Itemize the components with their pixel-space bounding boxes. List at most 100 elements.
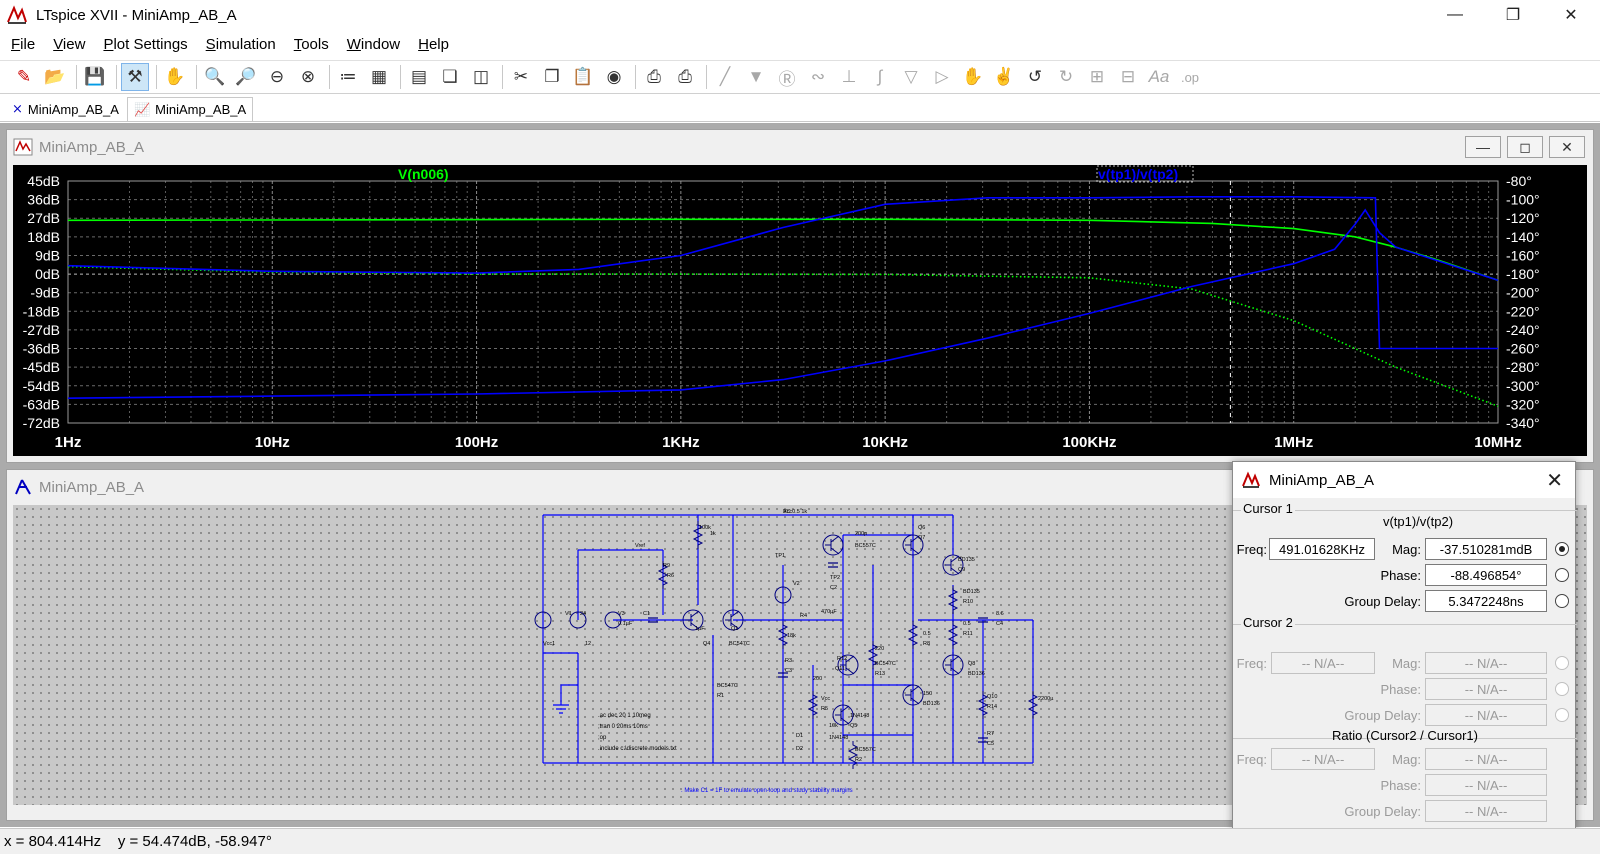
transistor-1 bbox=[722, 609, 744, 631]
move-hand-icon[interactable]: ✋ bbox=[962, 67, 984, 86]
cursor-dialog-header: MiniAmp_AB_A ✕ bbox=[1233, 462, 1575, 498]
menu-simulation[interactable]: Simulation bbox=[205, 35, 276, 53]
tab-waveform[interactable]: 📈 MiniAmp_AB_A bbox=[126, 97, 254, 121]
grid-icon[interactable]: ▦ bbox=[370, 67, 388, 86]
ratio-group-delay-field[interactable]: -- N/A-- bbox=[1425, 800, 1547, 822]
menu-file[interactable]: File bbox=[11, 35, 36, 53]
menu-window[interactable]: Window bbox=[346, 35, 401, 53]
find-binoculars-icon[interactable]: ◉ bbox=[606, 67, 622, 86]
open-folder-icon[interactable]: 📂 bbox=[44, 67, 66, 86]
rotate-icon[interactable]: ⊞ bbox=[1089, 67, 1105, 86]
toolbar-separator bbox=[116, 65, 117, 89]
mirror-icon[interactable]: ⊟ bbox=[1120, 67, 1136, 86]
minimize-button[interactable]: — bbox=[1447, 6, 1463, 23]
child-close-button[interactable]: ✕ bbox=[1549, 136, 1585, 158]
cursor2-phase-field[interactable]: -- N/A-- bbox=[1425, 678, 1547, 700]
ratio-label: Ratio (Cursor2 / Cursor1) bbox=[1332, 728, 1478, 743]
zoom-in-icon[interactable]: 🔎 bbox=[235, 67, 257, 86]
component-label: TP1 bbox=[775, 553, 785, 559]
label-net-icon[interactable]: Ⓡ bbox=[778, 69, 796, 89]
cursor1-group-delay-radio[interactable] bbox=[1555, 594, 1569, 608]
cursor2-freq-label: Freq: bbox=[1236, 656, 1267, 671]
component-label: BC557C bbox=[855, 543, 876, 549]
y-right-tick-label: -120° bbox=[1506, 210, 1540, 226]
ratio-freq-field[interactable]: -- N/A-- bbox=[1271, 748, 1375, 770]
cascade-icon[interactable]: ❏ bbox=[442, 67, 458, 86]
save-icon[interactable]: 💾 bbox=[84, 67, 106, 86]
cursor1-phase-field[interactable]: -88.496854° bbox=[1425, 564, 1547, 586]
menu-plot-settings[interactable]: Plot Settings bbox=[103, 35, 188, 53]
cursor2-mag-field[interactable]: -- N/A-- bbox=[1425, 652, 1547, 674]
x-tick-label: 1MHz bbox=[1274, 434, 1313, 451]
zoom-fit-icon[interactable]: ⊗ bbox=[300, 67, 316, 86]
new-schematic-icon[interactable]: ✎ bbox=[16, 67, 32, 86]
component-label: R7 bbox=[987, 731, 994, 737]
control-panel-icon[interactable]: ⚒ bbox=[121, 63, 149, 91]
spice-directive-icon[interactable]: .op bbox=[1180, 69, 1200, 85]
component-label: 0.1µF bbox=[618, 621, 633, 627]
menu-tools[interactable]: Tools bbox=[293, 35, 329, 53]
copy-icon[interactable]: ❐ bbox=[544, 67, 560, 86]
cursor1-phase-radio[interactable] bbox=[1555, 568, 1569, 582]
diode-icon[interactable]: ▽ bbox=[904, 67, 918, 86]
y-left-tick-label: -45dB bbox=[23, 359, 60, 375]
child-minimize-button[interactable]: — bbox=[1465, 136, 1501, 158]
capacitor-2 bbox=[778, 672, 788, 678]
waveform-icon bbox=[13, 138, 33, 156]
print-icon[interactable]: ⎙ bbox=[678, 67, 692, 86]
tile-horizontal-icon[interactable]: ▤ bbox=[410, 67, 428, 86]
cursor-dialog-close-button[interactable]: ✕ bbox=[1546, 470, 1563, 492]
y-left-tick-label: 0dB bbox=[35, 266, 60, 282]
component-label: Q8 bbox=[968, 661, 975, 667]
zoom-out-icon[interactable]: ⊖ bbox=[269, 67, 285, 86]
redo-icon[interactable]: ↻ bbox=[1058, 67, 1074, 86]
undo-icon[interactable]: ↺ bbox=[1027, 67, 1043, 86]
cursor2-phase-label: Phase: bbox=[1380, 682, 1421, 697]
close-button[interactable]: ✕ bbox=[1564, 7, 1578, 24]
capacitor-icon[interactable]: ⊥ bbox=[841, 67, 857, 86]
y-right-tick-label: -100° bbox=[1506, 192, 1540, 208]
tab-schematic[interactable]: ⨯ MiniAmp_AB_A bbox=[6, 97, 125, 121]
component-label: Q4 bbox=[703, 641, 710, 647]
child-maximize-button[interactable]: ◻ bbox=[1507, 136, 1543, 158]
autorange-icon[interactable]: ≔ bbox=[339, 67, 357, 86]
drag-hand-icon[interactable]: ✌ bbox=[993, 67, 1015, 86]
menu-view[interactable]: View bbox=[53, 35, 86, 53]
restore-button[interactable]: ❐ bbox=[1505, 7, 1521, 24]
cursor1-freq-field[interactable]: 491.01628KHz bbox=[1269, 538, 1375, 560]
ratio-phase-field[interactable]: -- N/A-- bbox=[1425, 774, 1547, 796]
cursor1-mag-radio[interactable] bbox=[1555, 542, 1569, 556]
text-icon[interactable]: Aa bbox=[1148, 67, 1170, 86]
inductor-icon[interactable]: ∫ bbox=[877, 67, 883, 86]
menu-help[interactable]: Help bbox=[418, 35, 449, 53]
component-label: 0.5 bbox=[963, 621, 971, 627]
cut-icon[interactable]: ✂ bbox=[513, 67, 529, 86]
cursor2-freq-field[interactable]: -- N/A-- bbox=[1271, 652, 1375, 674]
draw-wire-icon[interactable]: ╱ bbox=[719, 67, 731, 86]
pan-hand-icon[interactable]: ✋ bbox=[164, 67, 186, 86]
y-left-tick-label: 45dB bbox=[27, 173, 60, 189]
cursor2-mag-radio[interactable] bbox=[1555, 656, 1569, 670]
tile-vertical-icon[interactable]: ◫ bbox=[472, 67, 490, 86]
cursor2-label: Cursor 2 bbox=[1241, 615, 1295, 630]
schematic-icon bbox=[15, 479, 31, 495]
component-icon[interactable]: ▷ bbox=[935, 67, 949, 86]
x-tick-label: 100KHz bbox=[1062, 434, 1116, 451]
cursor1-group-delay-field[interactable]: 5.3472248ns bbox=[1425, 590, 1547, 612]
cursor1-mag-field[interactable]: -37.510281mdB bbox=[1425, 538, 1547, 560]
print-preview-icon[interactable]: ⎙ bbox=[647, 67, 661, 86]
paste-icon[interactable]: 📋 bbox=[572, 67, 594, 86]
zoom-area-icon[interactable]: 🔍 bbox=[204, 67, 226, 86]
cursor2-group-delay-radio[interactable] bbox=[1555, 708, 1569, 722]
bode-plot[interactable]: 45dB36dB27dB18dB9dB0dB-9dB-18dB-27dB-36d… bbox=[13, 165, 1587, 456]
y-right-tick-label: -340° bbox=[1506, 415, 1540, 431]
waveform-window-header: MiniAmp_AB_A bbox=[7, 130, 1593, 164]
ratio-mag-field[interactable]: -- N/A-- bbox=[1425, 748, 1547, 770]
status-bar: x = 804.414Hz y = 54.474dB, -58.947° bbox=[0, 828, 1600, 854]
cursor2-phase-radio[interactable] bbox=[1555, 682, 1569, 696]
ground-icon[interactable]: ▼ bbox=[747, 67, 765, 86]
cursor2-group-delay-field[interactable]: -- N/A-- bbox=[1425, 704, 1547, 726]
resistor-icon[interactable]: ∾ bbox=[810, 67, 826, 86]
